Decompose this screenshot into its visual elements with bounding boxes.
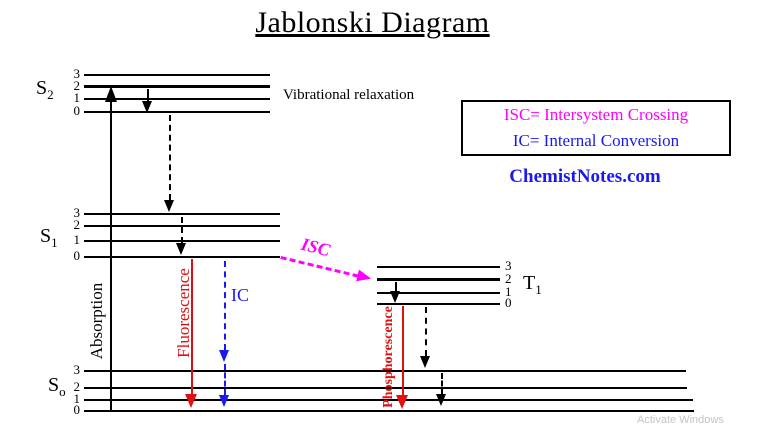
t1-level-1-label: 1 bbox=[505, 284, 512, 299]
s0-level-0-label: 0 bbox=[73, 402, 81, 417]
fluorescence-arrow-line bbox=[191, 259, 193, 396]
s2-level-0-line bbox=[84, 111, 270, 113]
s2-level-1-line bbox=[84, 98, 270, 100]
s0-level-2-line bbox=[84, 387, 687, 389]
legend-ic-definition: IC= Internal Conversion bbox=[512, 131, 680, 150]
absorption-arrow-line bbox=[110, 100, 112, 411]
s0-level-0-line bbox=[84, 410, 694, 412]
s2-level-3-label: 3 bbox=[73, 66, 81, 81]
s2-level-1-label: 1 bbox=[73, 90, 81, 105]
s1-level-1-label: 1 bbox=[73, 232, 81, 247]
s0-level-2-label: 2 bbox=[73, 379, 81, 394]
s1-vibrational-arrowhead-icon bbox=[176, 243, 186, 255]
absorption-label: Absorption bbox=[87, 282, 106, 360]
fluorescence-arrowhead-icon bbox=[185, 394, 197, 408]
s0-level-1-label: 1 bbox=[73, 391, 81, 406]
s1-level-0-label: 0 bbox=[73, 248, 81, 263]
absorption-arrowhead-icon bbox=[105, 86, 117, 102]
t1-vibrational-relaxation-arrow bbox=[395, 282, 397, 291]
state-label-s1: S1 bbox=[40, 225, 58, 250]
site-name: ChemistNotes.com bbox=[509, 166, 661, 187]
state-label-t1: T1 bbox=[523, 272, 542, 297]
t1-level-3-line bbox=[377, 266, 500, 268]
s0-level-1-line bbox=[84, 399, 693, 401]
t1-level-0-label: 0 bbox=[505, 295, 512, 310]
legend-box: ISC= Intersystem Crossing IC= Internal C… bbox=[461, 100, 731, 156]
t1-level-3-label: 3 bbox=[505, 258, 512, 273]
t1-level-2-line bbox=[377, 278, 500, 281]
intersystem-crossing-label: ISC bbox=[299, 233, 333, 261]
s1-level-3-label: 3 bbox=[73, 205, 81, 220]
s2-vibrational-arrowhead-icon bbox=[142, 101, 152, 113]
s2-level-2-line bbox=[84, 85, 270, 88]
phosphorescence-arrowhead-icon bbox=[396, 395, 408, 409]
fluorescence-label: Fluorescence bbox=[174, 268, 193, 358]
intersystem-crossing-arrowhead-icon bbox=[356, 269, 373, 285]
t1-level-2-label: 2 bbox=[505, 271, 512, 286]
activate-windows-watermark: Activate Windows bbox=[637, 414, 724, 424]
internal-conversion-arrow-upper bbox=[224, 261, 226, 350]
s0-vibrational-relaxation-arrow bbox=[441, 373, 443, 394]
t1-to-s0-arrowhead-icon bbox=[420, 356, 430, 368]
s1-level-2-label: 2 bbox=[73, 217, 81, 232]
s0-level-3-label: 3 bbox=[73, 362, 81, 377]
s1-level-3-line bbox=[84, 213, 280, 215]
s1-vibrational-relaxation-arrow bbox=[181, 217, 183, 243]
phosphorescence-label: Phosphorescence bbox=[381, 306, 396, 408]
vibrational-relaxation-note: Vibrational relaxation bbox=[283, 87, 415, 103]
s2-to-s1-internal-conversion-arrow bbox=[169, 115, 171, 200]
s1-level-0-line bbox=[84, 256, 280, 258]
state-label-s0: So bbox=[48, 374, 66, 399]
legend-isc-definition: ISC= Intersystem Crossing bbox=[503, 105, 689, 124]
t1-level-0-line bbox=[377, 303, 500, 305]
s2-level-2-label: 2 bbox=[73, 78, 81, 93]
t1-vibrational-arrowhead-icon bbox=[390, 291, 400, 303]
internal-conversion-label: IC bbox=[231, 285, 249, 305]
s0-level-3-line bbox=[84, 370, 686, 372]
internal-conversion-arrow-lower bbox=[224, 364, 226, 395]
s2-level-0-label: 0 bbox=[73, 103, 81, 118]
t1-level-1-line bbox=[377, 292, 500, 294]
page-title: Jablonski Diagram bbox=[255, 6, 490, 39]
s2-vibrational-relaxation-arrow bbox=[147, 89, 149, 101]
s0-vibrational-arrowhead-icon bbox=[436, 394, 446, 406]
s2-to-s1-arrowhead-icon bbox=[164, 200, 174, 212]
state-label-s2: S2 bbox=[36, 77, 54, 102]
phosphorescence-arrow-line bbox=[402, 306, 404, 395]
t1-to-s0-arrow bbox=[425, 307, 427, 356]
s2-level-3-line bbox=[84, 74, 270, 76]
internal-conversion-arrowhead2-icon bbox=[219, 395, 229, 407]
internal-conversion-arrowhead-icon bbox=[219, 350, 229, 362]
